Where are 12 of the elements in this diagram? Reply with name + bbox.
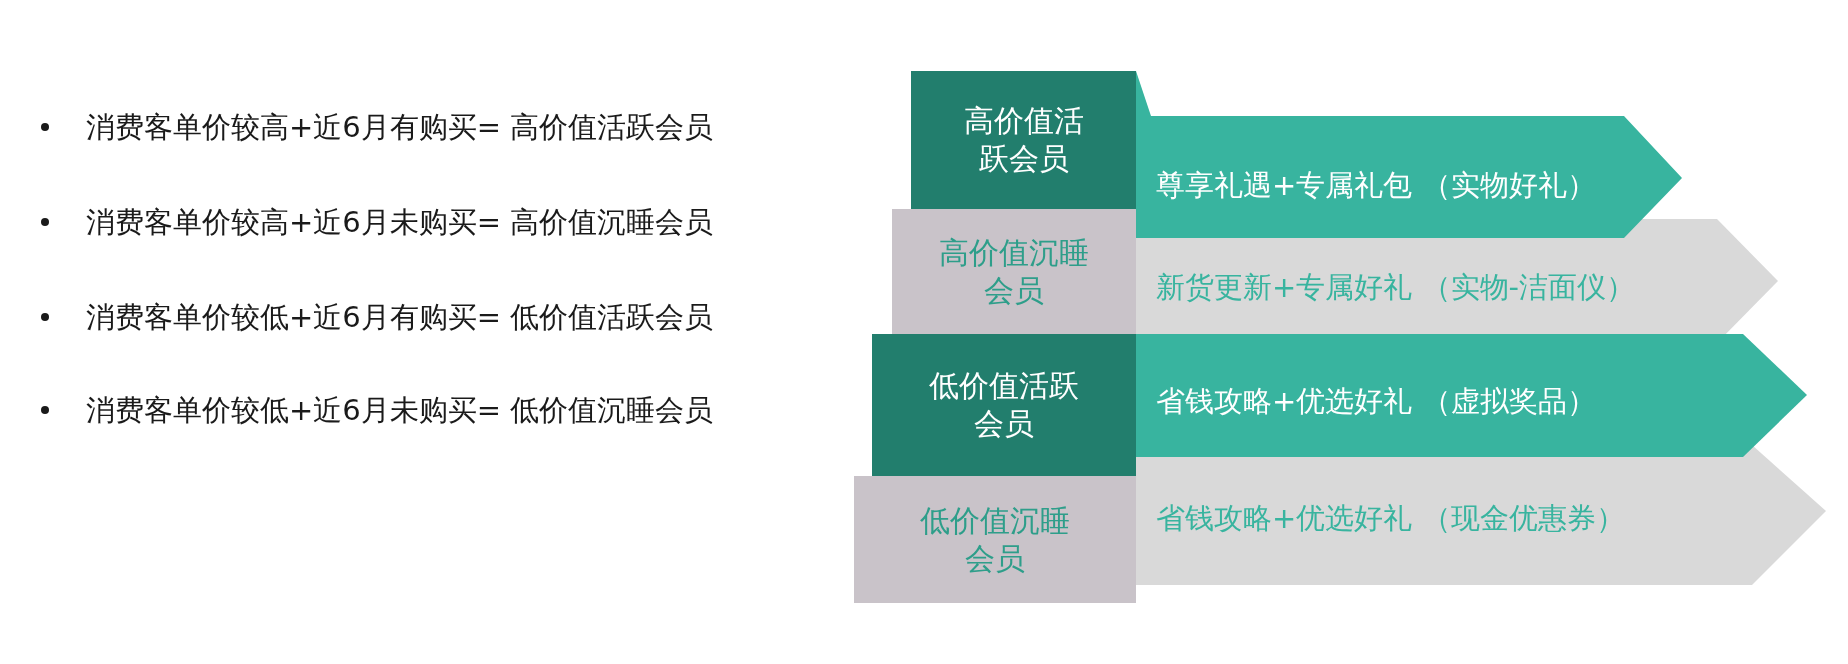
bullet-text: 消费客单价较高+近6月未购买= 高价值沉睡会员 bbox=[86, 204, 714, 240]
member-box: 低价值沉睡会员 bbox=[854, 476, 1136, 603]
banner-text: 省钱攻略+优选好礼 （虚拟奖品） bbox=[1156, 383, 1596, 419]
banner-text: 省钱攻略+优选好礼 （现金优惠券） bbox=[1156, 500, 1625, 536]
member-box: 低价值活跃会员 bbox=[872, 334, 1136, 476]
member-box: 高价值活跃会员 bbox=[911, 71, 1136, 209]
member-box: 高价值沉睡会员 bbox=[892, 209, 1136, 334]
banner-text: 尊享礼遇+专属礼包 （实物好礼） bbox=[1156, 167, 1596, 203]
bullet-text: 消费客单价较高+近6月有购买= 高价值活跃会员 bbox=[86, 109, 714, 145]
bullet-text: 消费客单价较低+近6月有购买= 低价值活跃会员 bbox=[86, 299, 714, 335]
bullet-text: 消费客单价较低+近6月未购买= 低价值沉睡会员 bbox=[86, 392, 714, 428]
banner-text: 新货更新+专属好礼 （实物-洁面仪） bbox=[1156, 269, 1635, 305]
